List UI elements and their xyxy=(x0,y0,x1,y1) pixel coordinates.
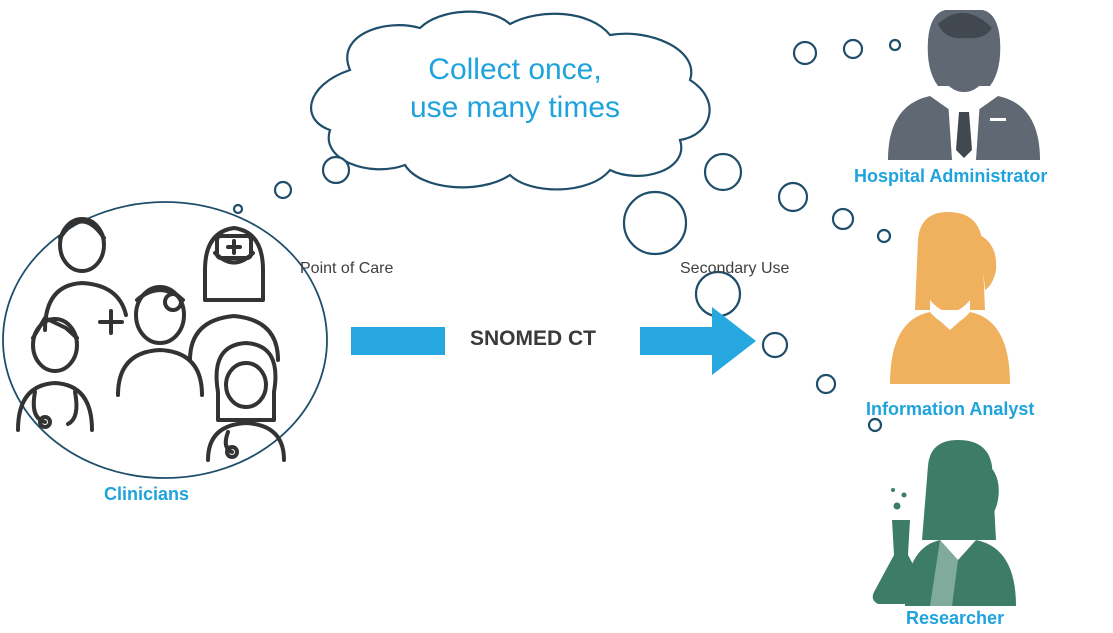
thought-bubble xyxy=(232,203,244,215)
thought-bubble xyxy=(876,228,892,244)
clinician-figure-5 xyxy=(206,341,286,462)
thought-bubble xyxy=(694,270,742,318)
snomed-ct-arrow xyxy=(351,307,756,375)
information-analyst-icon xyxy=(890,212,1010,384)
clinician-figure-3 xyxy=(116,285,204,397)
snomed-ct-label: SNOMED CT xyxy=(470,327,596,350)
thought-bubble xyxy=(867,417,883,433)
cloud-line-1: Collect once, xyxy=(428,53,602,86)
thought-bubble xyxy=(815,373,837,395)
clinician-figure-1 xyxy=(43,217,128,335)
thought-bubble xyxy=(761,331,789,359)
cloud-text: Collect once, use many times xyxy=(380,51,650,127)
clinicians-icon xyxy=(16,217,286,462)
thought-bubble xyxy=(792,40,818,66)
thought-bubbles-left xyxy=(232,155,351,215)
thought-bubble xyxy=(703,152,743,192)
researcher-label: Researcher xyxy=(906,608,1005,628)
thought-bubble xyxy=(888,38,902,52)
hospital-administrator-icon xyxy=(888,10,1040,160)
thought-bubble xyxy=(842,38,864,60)
secondary-use-label: Secondary Use xyxy=(680,260,790,277)
thought-bubble xyxy=(777,181,809,213)
clinician-figure-4 xyxy=(16,316,94,432)
information-analyst-label: Information Analyst xyxy=(866,399,1035,419)
clinicians-group-ellipse xyxy=(2,201,328,479)
hospital-administrator-label: Hospital Administrator xyxy=(854,166,1048,186)
thought-bubble xyxy=(622,190,688,256)
thought-cloud xyxy=(310,10,711,191)
thought-bubble xyxy=(831,207,855,231)
thought-bubble xyxy=(273,180,293,200)
thought-bubble xyxy=(321,155,351,185)
clinicians-label: Clinicians xyxy=(104,484,190,504)
point-of-care-label: Point of Care xyxy=(300,260,394,277)
clinician-figure-2 xyxy=(188,226,280,362)
researcher-icon xyxy=(872,440,1016,606)
thought-bubbles-right xyxy=(622,38,902,433)
cloud-line-2: use many times xyxy=(409,91,621,124)
